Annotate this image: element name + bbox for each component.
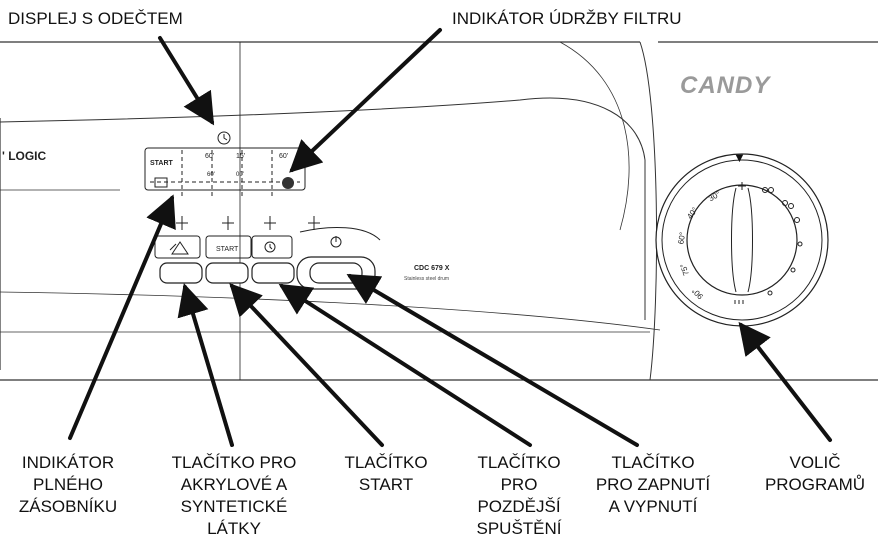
callout-delay-button: TLAČÍTKO PRO POZDĚJŠÍ SPUŠTĚNÍ [464, 452, 574, 540]
button-label-plates [154, 226, 381, 259]
callout-program-selector: VOLIČ PROGRAMŮ [760, 452, 870, 496]
model-sub-label: Stainless steel drum [404, 276, 449, 282]
arrow-delay [278, 283, 532, 447]
callout-line: SYNTETICKÉ [180, 497, 288, 516]
callout-arrows [68, 28, 832, 447]
arrow-start [229, 283, 384, 447]
brand-logo: CANDY [680, 72, 771, 99]
dial-temp-60: 60° [676, 231, 687, 244]
callout-line: PROGRAMŮ [764, 475, 866, 494]
callout-line: AKRYLOVÉ A [180, 475, 288, 494]
callout-line: VOLIČ [789, 453, 841, 472]
display-mark-2: 15' [236, 153, 245, 160]
arrow-power [346, 273, 639, 447]
logic-label: ' LOGIC [2, 149, 47, 163]
synthetic-fabric-icon [169, 241, 189, 255]
dial-program-symbols [734, 182, 803, 304]
dial-temp-75: 75° [678, 262, 691, 276]
callout-line: PRO [500, 475, 538, 494]
delay-start-button[interactable] [251, 262, 295, 284]
callout-line: TLAČÍTKO PRO [171, 453, 297, 472]
callout-full-reservoir: INDIKÁTOR PLNÉHO ZÁSOBNÍKU [8, 452, 128, 518]
callout-line: TLAČÍTKO [344, 453, 428, 472]
dial-pointer: ▼ [733, 150, 746, 165]
display-sub-mark-1: 60' [207, 172, 215, 178]
callout-start-button: TLAČÍTKO START [336, 452, 436, 496]
callout-line: INDIKÁTOR [21, 453, 115, 472]
callout-line: A VYPNUTÍ [608, 497, 698, 516]
arrow-selector [738, 321, 832, 442]
acrylic-synthetic-button[interactable] [159, 262, 203, 284]
reservoir-icon [154, 177, 168, 188]
arrow-reservoir [68, 194, 176, 440]
display-area [144, 147, 306, 198]
arrow-filter [289, 28, 442, 173]
display-mark-3: 60' [279, 153, 288, 160]
callout-acrylic-button: TLAČÍTKO PRO AKRYLOVÉ A SYNTETICKÉ LÁTKY [160, 452, 308, 540]
display-mark-1: 60' [205, 153, 214, 160]
callout-line: PRO ZAPNUTÍ [595, 475, 711, 494]
callout-line: PLNÉHO [33, 475, 103, 494]
callout-line: LÁTKY [207, 519, 261, 538]
arrow-display [158, 36, 215, 126]
callout-line: POZDĚJŠÍ [477, 497, 561, 516]
callout-line: SPUŠTĚNÍ [476, 519, 562, 538]
alignment-marks [176, 42, 320, 380]
arrow-acrylic [177, 283, 234, 447]
program-selector-dial[interactable] [655, 153, 829, 327]
callout-line: TLAČÍTKO [611, 453, 695, 472]
start-button-plate-label: START [216, 246, 239, 253]
display-start-label: START [150, 160, 174, 167]
callout-power-button: TLAČÍTKO PRO ZAPNUTÍ A VYPNUTÍ [588, 452, 718, 518]
callout-line: TLAČÍTKO [477, 453, 561, 472]
power-icon [330, 236, 342, 248]
panel-body [0, 41, 878, 381]
callout-line: ZÁSOBNÍKU [18, 497, 118, 516]
model-label: CDC 679 X [414, 265, 450, 272]
start-button[interactable] [205, 262, 249, 284]
delay-clock-icon [264, 241, 276, 253]
callout-display: DISPLEJ S ODEČTEM [8, 9, 183, 28]
filter-indicator-led [282, 177, 294, 189]
callout-filter-indicator: INDIKÁTOR ÚDRŽBY FILTRU [452, 9, 682, 28]
callout-line: START [358, 475, 414, 494]
clock-icon [217, 131, 231, 145]
